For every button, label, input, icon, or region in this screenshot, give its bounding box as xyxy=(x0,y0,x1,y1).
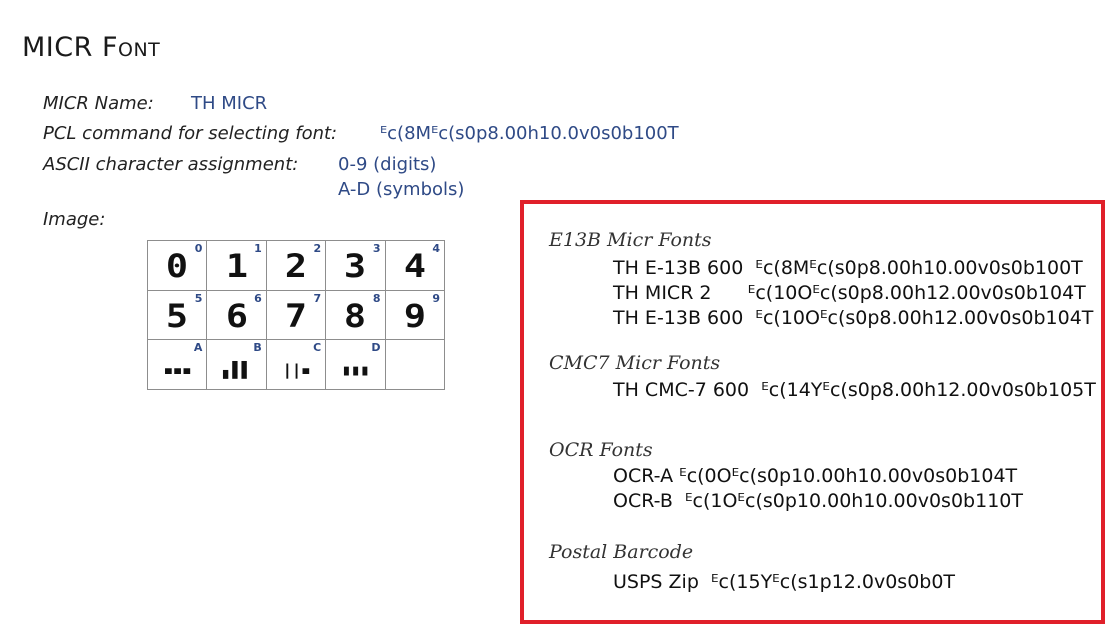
glyph: 1 xyxy=(225,247,248,286)
glyph: 2 xyxy=(284,247,308,286)
glyph-index: 4 xyxy=(432,242,440,255)
glyph-index: 0 xyxy=(194,242,203,255)
glyph-index: D xyxy=(371,341,381,355)
glyph-index: 8 xyxy=(372,291,381,305)
postal-section-title: Postal Barcode xyxy=(549,541,694,563)
glyph: 8 xyxy=(344,296,367,335)
glyph-cell: ▪▪▪A xyxy=(146,339,208,390)
glyph-index: B xyxy=(253,341,262,355)
highlight-box xyxy=(520,200,1105,624)
glyph: 7 xyxy=(284,296,308,335)
cmc7-section-title: CMC7 Micr Fonts xyxy=(549,352,721,374)
font-name: TH CMC-7 600 xyxy=(613,379,750,401)
font-name: OCR-B xyxy=(613,490,673,512)
font-command: ᴱc(10Oᴱc(s0p8.00h12.00v0s0b104T xyxy=(755,307,1094,329)
font-name: TH MICR 2 xyxy=(613,282,712,304)
font-entry: TH E-13B 600 ᴱc(8Mᴱc(s0p8.00h10.00v0s0b1… xyxy=(613,256,1083,280)
image-label: Image: xyxy=(43,209,106,230)
glyph-index: A xyxy=(193,341,203,355)
ascii-assignment-label: ASCII character assignment: xyxy=(43,154,299,175)
glyph-index: 9 xyxy=(432,291,440,305)
glyph: 3 xyxy=(344,247,367,286)
font-entry: TH CMC-7 600 ᴱc(14Yᴱc(s0p8.00h12.00v0s0b… xyxy=(613,378,1096,402)
font-entry: OCR-B ᴱc(1Oᴱc(s0p10.00h10.00v0s0b110T xyxy=(613,489,1023,513)
glyph-cell: ▖▌▌B xyxy=(206,339,267,390)
glyph-cell: ||▪C xyxy=(265,339,327,390)
glyph: 6 xyxy=(225,296,248,335)
font-command: ᴱc(0Oᴱc(s0p10.00h10.00v0s0b104T xyxy=(679,465,1018,487)
font-command: ᴱc(1Oᴱc(s0p10.00h10.00v0s0b110T xyxy=(684,490,1023,512)
glyph: 9 xyxy=(403,296,426,335)
font-entry: OCR-A ᴱc(0Oᴱc(s0p10.00h10.00v0s0b104T xyxy=(613,464,1017,488)
glyph-index: 5 xyxy=(194,291,203,305)
glyph: 0 xyxy=(166,247,189,286)
pcl-command-value: ᴱc(8Mᴱc(s0p8.00h10.0v0s0b100T xyxy=(380,123,679,144)
font-name: USPS Zip xyxy=(613,571,699,593)
font-name: TH E-13B 600 xyxy=(613,307,744,329)
ascii-symbols-value: A-D (symbols) xyxy=(338,179,465,200)
font-entry: USPS Zip ᴱc(15Yᴱc(s1p12.0v0s0b0T xyxy=(613,570,955,594)
glyph-index: C xyxy=(313,341,322,355)
micr-name-value: TH MICR xyxy=(191,93,268,114)
font-entry: TH MICR 2 ᴱc(10Oᴱc(s0p8.00h12.00v0s0b104… xyxy=(613,281,1086,305)
glyph-index: 1 xyxy=(254,242,262,255)
glyph: 5 xyxy=(166,296,189,335)
glyph-cell-empty xyxy=(384,339,446,390)
glyph-index: 6 xyxy=(254,291,262,305)
glyph-symbol: ▮▮▮ xyxy=(341,360,371,379)
font-name: OCR-A xyxy=(613,465,674,487)
glyph-symbol: ▖▌▌ xyxy=(222,360,252,379)
font-command: ᴱc(8Mᴱc(s0p8.00h10.00v0s0b100T xyxy=(755,257,1083,279)
font-command: ᴱc(15Yᴱc(s1p12.0v0s0b0T xyxy=(710,571,956,593)
ocr-section-title: OCR Fonts xyxy=(549,439,653,461)
ascii-digits-value: 0-9 (digits) xyxy=(338,154,437,175)
font-command: ᴱc(10Oᴱc(s0p8.00h12.00v0s0b104T xyxy=(747,282,1086,304)
glyph-index: 3 xyxy=(372,242,381,255)
glyph-symbol: ||▪ xyxy=(282,360,311,379)
page-title: MICR Font xyxy=(22,32,161,63)
e13b-section-title: E13B Micr Fonts xyxy=(549,229,712,251)
font-command: ᴱc(14Yᴱc(s0p8.00h12.00v0s0b105T xyxy=(761,379,1096,401)
micr-name-label: MICR Name: xyxy=(43,93,154,114)
font-name: TH E-13B 600 xyxy=(613,257,744,279)
glyph-index: 7 xyxy=(313,291,322,305)
glyph-cell: ▮▮▮D xyxy=(325,339,386,390)
glyph: 4 xyxy=(403,247,426,286)
glyph-symbol: ▪▪▪ xyxy=(163,360,192,379)
pcl-command-label: PCL command for selecting font: xyxy=(43,123,338,144)
glyph-index: 2 xyxy=(313,242,322,255)
font-entry: TH E-13B 600 ᴱc(10Oᴱc(s0p8.00h12.00v0s0b… xyxy=(613,306,1093,330)
